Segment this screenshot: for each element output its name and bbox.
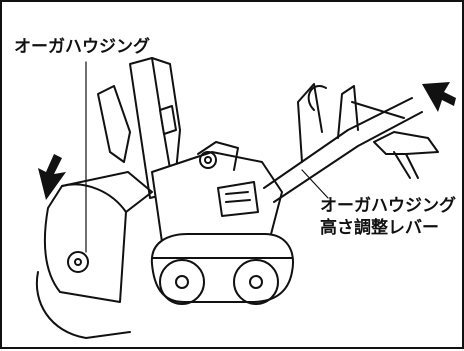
arrow-down-icon bbox=[422, 82, 456, 112]
auger-height-lever-label: オーガハウジング 高さ調整レバー bbox=[320, 195, 456, 239]
direction-arrows bbox=[38, 82, 456, 200]
height-adjust-lever bbox=[373, 131, 439, 179]
leader-line-lever bbox=[301, 169, 329, 199]
lever-label-line2: 高さ調整レバー bbox=[320, 218, 439, 238]
auger-housing-label: オーガハウジング bbox=[14, 37, 150, 57]
handle-frame bbox=[263, 83, 423, 203]
auger-housing bbox=[35, 171, 153, 339]
arrow-up-icon bbox=[38, 154, 66, 200]
track-assembly bbox=[150, 233, 294, 305]
lever-label-line1: オーガハウジング bbox=[320, 196, 456, 216]
discharge-chute bbox=[97, 57, 181, 199]
